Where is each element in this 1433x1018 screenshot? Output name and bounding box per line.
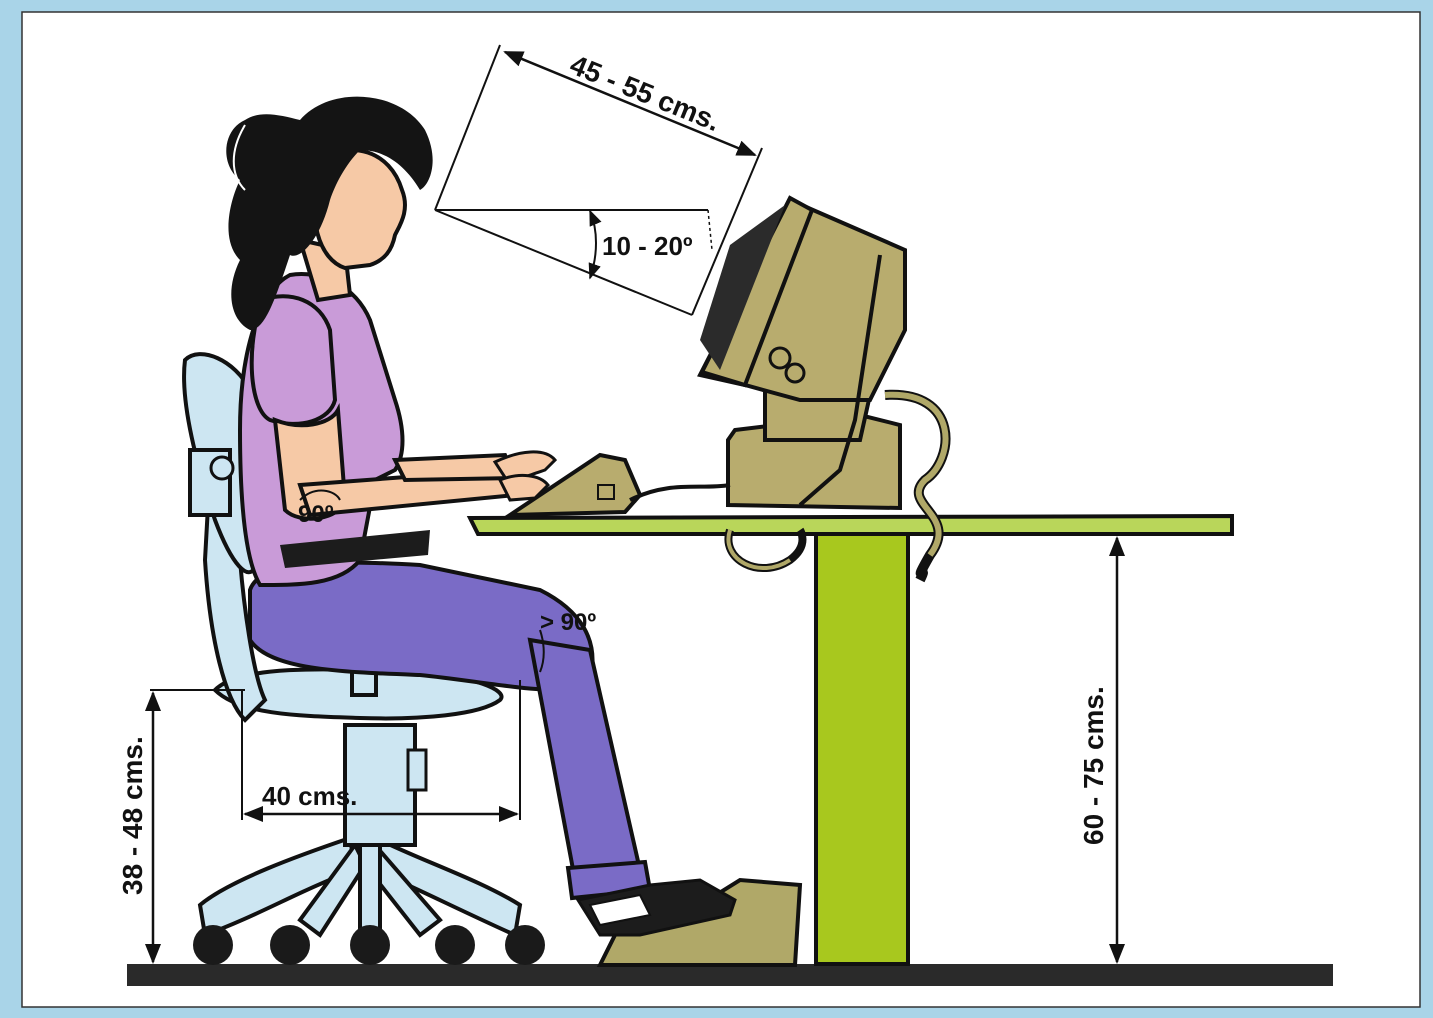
elbow-angle-label: 90º bbox=[298, 501, 334, 528]
desk-top bbox=[470, 516, 1232, 534]
caster bbox=[350, 925, 390, 965]
knee-angle-label: > 90º bbox=[540, 609, 596, 636]
seat-depth-label: 40 cms. bbox=[262, 781, 357, 811]
desk-leg bbox=[816, 528, 908, 964]
floor bbox=[127, 964, 1333, 986]
caster bbox=[505, 925, 545, 965]
gaze-angle-label: 10 - 20º bbox=[602, 231, 693, 261]
caster bbox=[270, 925, 310, 965]
desk-height-label: 60 - 75 cms. bbox=[1078, 686, 1109, 845]
seat-height-label: 38 - 48 cms. bbox=[117, 736, 148, 895]
caster bbox=[193, 925, 233, 965]
caster bbox=[435, 925, 475, 965]
